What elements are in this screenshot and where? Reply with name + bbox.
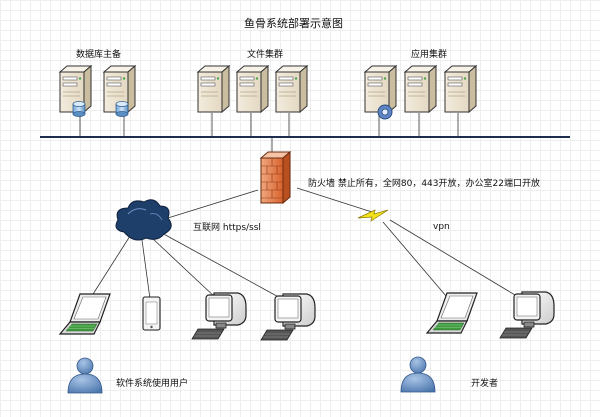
cloud-icon: [115, 199, 172, 241]
app-cluster-label: 应用集群: [411, 50, 448, 60]
vpn-label: vpn: [433, 222, 450, 232]
database-icon: [72, 101, 86, 117]
file-server: [275, 65, 308, 113]
database-group-label: 数据库主备: [76, 50, 122, 60]
tablet-icon: [142, 296, 161, 331]
desktop-monitor-icon: [260, 293, 316, 341]
vpn-lightning-icon: [357, 209, 389, 222]
connection-lines: [79, 113, 526, 304]
file-cluster-label: 文件集群: [247, 50, 284, 60]
firewall-icon: [259, 150, 292, 205]
user-icon: [67, 357, 103, 394]
app-server: [444, 65, 477, 113]
developers-label: 开发者: [471, 379, 499, 389]
file-server: [197, 65, 230, 113]
internet-label: 互联网 https/ssl: [193, 223, 261, 233]
laptop-icon: [59, 293, 111, 335]
app-server: [364, 65, 397, 113]
app-server: [404, 65, 437, 113]
database-icon: [115, 101, 129, 117]
desktop-monitor-icon: [499, 291, 555, 339]
desktop-monitor-icon: [191, 292, 247, 340]
gear-icon: [377, 104, 393, 120]
laptop-icon: [426, 292, 478, 334]
file-server: [236, 65, 269, 113]
developer-icon: [400, 356, 436, 393]
page-title: 鱼骨系统部署示意图: [244, 17, 343, 30]
users-label: 软件系统使用用户: [116, 379, 189, 389]
firewall-label: 防火墙 禁止所有，全网80，443开放，办公室22端口开放: [308, 179, 540, 189]
